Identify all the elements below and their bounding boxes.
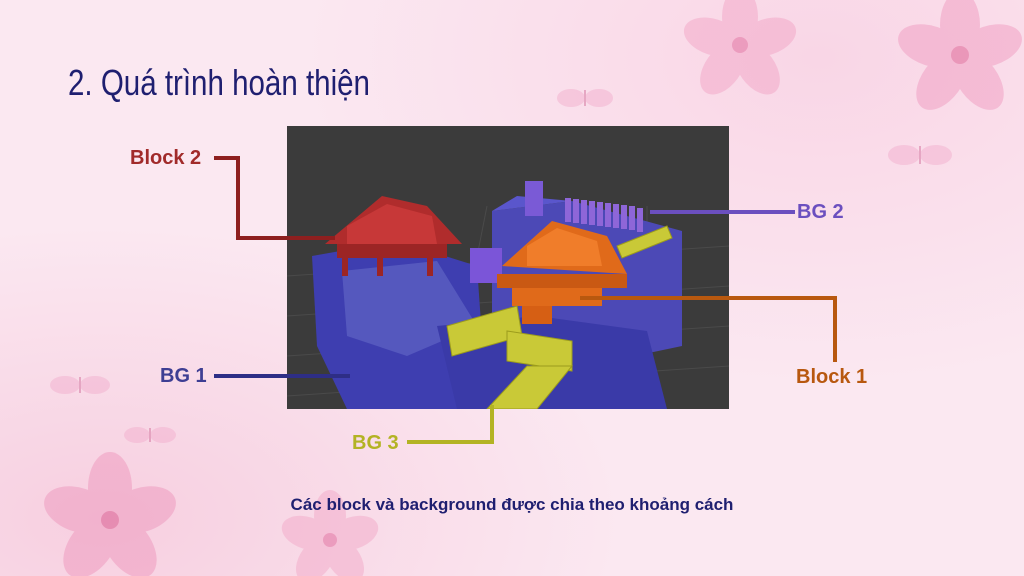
label-block-1: Block 1 — [796, 366, 868, 388]
block1-model — [497, 221, 627, 324]
bg3-model — [446, 225, 673, 410]
slide-caption: Các block và background được chia theo k… — [290, 495, 734, 514]
flower-decoration-icon — [683, 0, 797, 95]
label-block-2: Block 2 — [130, 147, 202, 169]
bg2-pillar — [525, 181, 543, 216]
label-bg-2: BG 2 — [797, 201, 844, 223]
scene-viewport — [286, 126, 730, 410]
label-bg-3: BG 3 — [352, 432, 399, 454]
block1-leader — [580, 296, 837, 362]
butterfly-decoration-icon — [557, 89, 613, 107]
label-bg-1: BG 1 — [160, 365, 207, 387]
slide-title: 2. Quá trình hoàn thiện — [68, 62, 370, 103]
scene-render — [286, 181, 730, 410]
block2-model — [325, 196, 462, 276]
bg3-leader — [407, 405, 494, 444]
block2-leader — [214, 156, 335, 240]
